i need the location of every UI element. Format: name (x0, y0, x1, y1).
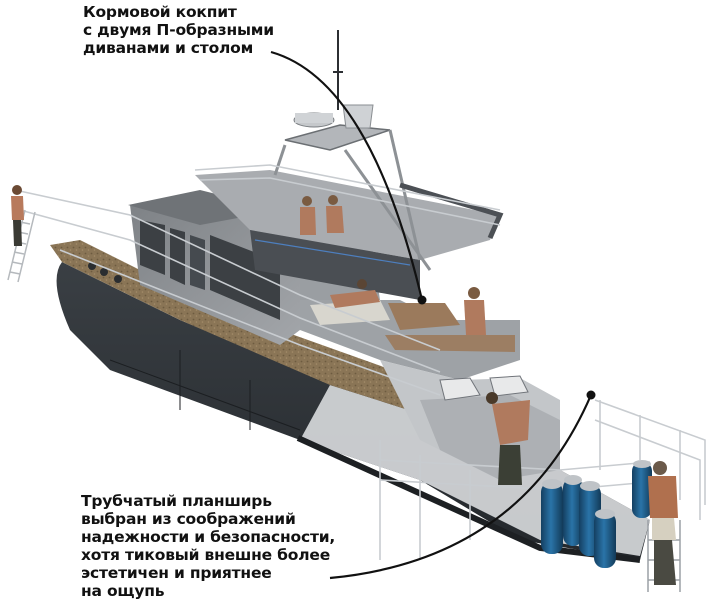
leader-line-tubular-gunwale (329, 394, 593, 580)
callout-tubular-gunwale-text: Трубчатый планширь выбран из соображений… (81, 492, 336, 600)
callout-dot-aft-cockpit (417, 295, 427, 305)
callout-aft-cockpit-text: Кормовой кокпит с двумя П-образными дива… (83, 3, 274, 57)
people (11, 185, 678, 585)
scuba-tanks (541, 460, 652, 568)
leader-line-aft-cockpit (270, 50, 424, 301)
flybridge (195, 30, 504, 300)
callout-dot-tubular-gunwale (586, 390, 596, 400)
leader-lines (270, 50, 593, 580)
